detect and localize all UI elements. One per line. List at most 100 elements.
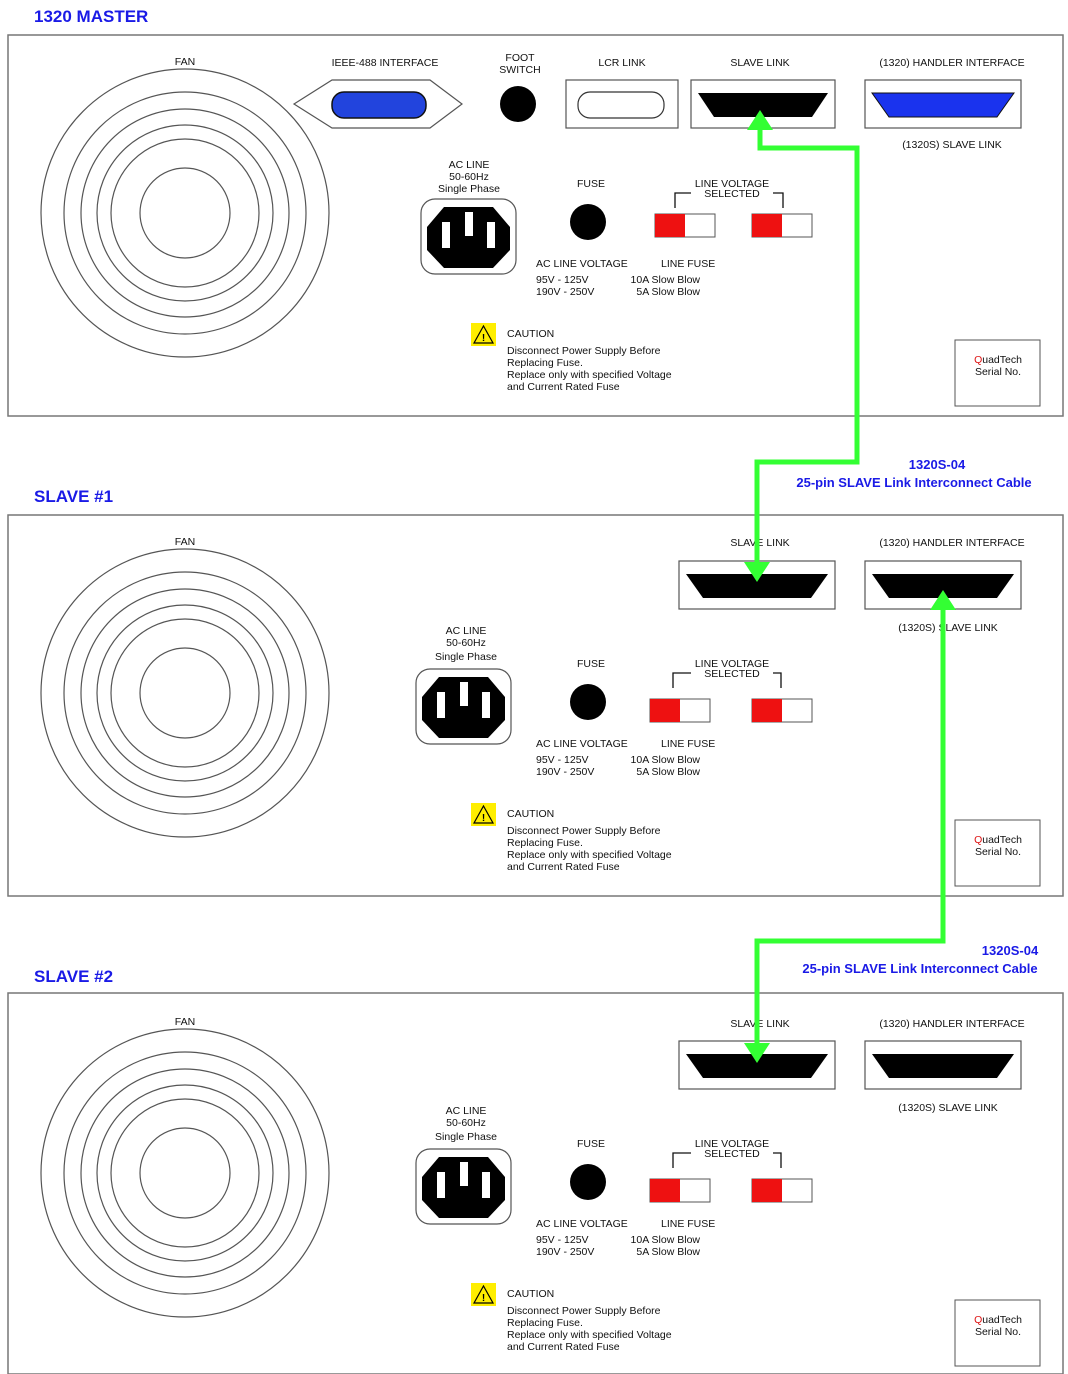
fuse-holder-icon [570,1164,606,1200]
power-inlet-icon [420,198,517,275]
caution-warning-icon: ! [471,323,496,346]
panel-title: 1320 MASTER [34,7,148,26]
fan-grille-icon [40,68,330,358]
panel-slave-1: SLAVE #1 FAN SLAVE LINK (1320) HANDLER I… [7,487,1064,897]
caution-heading: CAUTION [507,328,554,340]
ac-line-voltage-header: AC LINE VOLTAGE [536,258,628,270]
line-voltage-label-line2: SELECTED [704,188,760,200]
ieee-488-connector-icon [292,79,463,129]
cable-2-arrow-down-icon [744,1043,770,1063]
fan-label: FAN [175,56,195,68]
svg-text:!: ! [482,813,485,824]
foot-switch-label-line1: FOOT [505,52,535,64]
ac-line-label-line3: Single Phase [435,1131,497,1143]
line-fuse-header: LINE FUSE [661,738,715,750]
caution-line-4: and Current Rated Fuse [507,381,620,393]
foot-switch-jack-icon [500,86,536,122]
caution-heading: CAUTION [507,808,554,820]
slave-link-label: SLAVE LINK [730,57,789,69]
fuse-holder-icon [570,204,606,240]
line-voltage-label-line2: SELECTED [704,1148,760,1160]
cable-2-description: 25-pin SLAVE Link Interconnect Cable [802,961,1037,976]
line-voltage-bracket [672,1152,782,1168]
line-voltage-label-line1: LINE VOLTAGE [695,1138,769,1150]
caution-line-1: Disconnect Power Supply Before [507,345,661,357]
fuse-label: FUSE [577,658,605,670]
voltage-selector-right [751,1178,813,1203]
fan-grille-icon [40,1028,330,1318]
panel-title: SLAVE #1 [34,487,113,506]
line-voltage-label-line2: SELECTED [704,668,760,680]
voltage-row-1-fuse: 10A Slow Blow [631,754,701,766]
caution-warning-icon: ! [471,803,496,826]
panel-title: SLAVE #2 [34,967,113,986]
voltage-selector-right [751,213,813,238]
cable-1-part-number: 1320S-04 [909,457,966,472]
cable-1-arrow-down-icon [744,562,770,582]
ac-line-label-line3: Single Phase [438,183,500,195]
ieee-488-label: IEEE-488 INTERFACE [332,57,439,69]
voltage-row-1-range: 95V - 125V [536,1234,589,1246]
lcr-link-label: LCR LINK [598,57,645,69]
foot-switch-label-line2: SWITCH [499,64,540,76]
cable-2-arrow-up-icon [930,590,956,610]
power-inlet-icon [415,1148,512,1225]
fuse-label: FUSE [577,1138,605,1150]
line-voltage-label-line1: LINE VOLTAGE [695,178,769,190]
voltage-row-2-fuse: 5A Slow Blow [636,286,700,298]
fan-grille-icon [40,548,330,838]
caution-line-4: and Current Rated Fuse [507,861,620,873]
serial-plate [954,339,1041,407]
voltage-selector-left [654,213,716,238]
caution-line-4: and Current Rated Fuse [507,1341,620,1353]
fan-label: FAN [175,536,195,548]
brand-label: QuadTech [974,354,1022,366]
ac-line-label-line3: Single Phase [435,651,497,663]
voltage-row-1-range: 95V - 125V [536,274,589,286]
fan-label: FAN [175,1016,195,1028]
slave-link-label: SLAVE LINK [730,1018,789,1030]
caution-line-3: Replace only with specified Voltage [507,849,672,861]
voltage-row-2-range: 190V - 250V [536,1246,594,1258]
caution-line-2: Replacing Fuse. [507,357,583,369]
serial-no-label: Serial No. [975,366,1021,378]
ac-line-label-line2: 50-60Hz [446,637,486,649]
cable-1-description: 25-pin SLAVE Link Interconnect Cable [796,475,1031,490]
power-inlet-icon [415,668,512,745]
handler-interface-label: (1320) HANDLER INTERFACE [879,57,1024,69]
panel-master: 1320 MASTER FAN IEEE-488 INTERFACE FOOT … [7,7,1064,417]
svg-text:!: ! [482,1293,485,1304]
caution-warning-icon: ! [471,1283,496,1306]
voltage-row-1-fuse: 10A Slow Blow [631,1234,701,1246]
line-fuse-header: LINE FUSE [661,258,715,270]
fuse-label: FUSE [577,178,605,190]
serial-plate [954,819,1041,887]
handler-interface-connector-icon [864,560,1022,610]
voltage-selector-left [649,698,711,723]
panel-slave-2: SLAVE #2 FAN SLAVE LINK (1320) HANDLER I… [7,967,1064,1374]
line-fuse-header: LINE FUSE [661,1218,715,1230]
serial-no-label: Serial No. [975,846,1021,858]
voltage-row-2-fuse: 5A Slow Blow [636,1246,700,1258]
voltage-selector-left [649,1178,711,1203]
handler-interface-connector-icon [864,1040,1022,1090]
handler-slave-link-sublabel: (1320S) SLAVE LINK [902,139,1002,151]
handler-interface-label: (1320) HANDLER INTERFACE [879,537,1024,549]
caution-line-2: Replacing Fuse. [507,1317,583,1329]
handler-interface-connector-icon [864,79,1022,129]
cable-1-slave-link [744,110,860,582]
voltage-row-1-range: 95V - 125V [536,754,589,766]
ac-line-voltage-header: AC LINE VOLTAGE [536,1218,628,1230]
line-voltage-bracket [672,672,782,688]
serial-no-label: Serial No. [975,1326,1021,1338]
voltage-row-2-fuse: 5A Slow Blow [636,766,700,778]
line-voltage-label-line1: LINE VOLTAGE [695,658,769,670]
caution-line-3: Replace only with specified Voltage [507,1329,672,1341]
serial-plate [954,1299,1041,1367]
voltage-row-1-fuse: 10A Slow Blow [631,274,701,286]
ac-line-label-line1: AC LINE [446,625,487,637]
caution-line-1: Disconnect Power Supply Before [507,825,661,837]
voltage-selector-right [751,698,813,723]
fuse-holder-icon [570,684,606,720]
